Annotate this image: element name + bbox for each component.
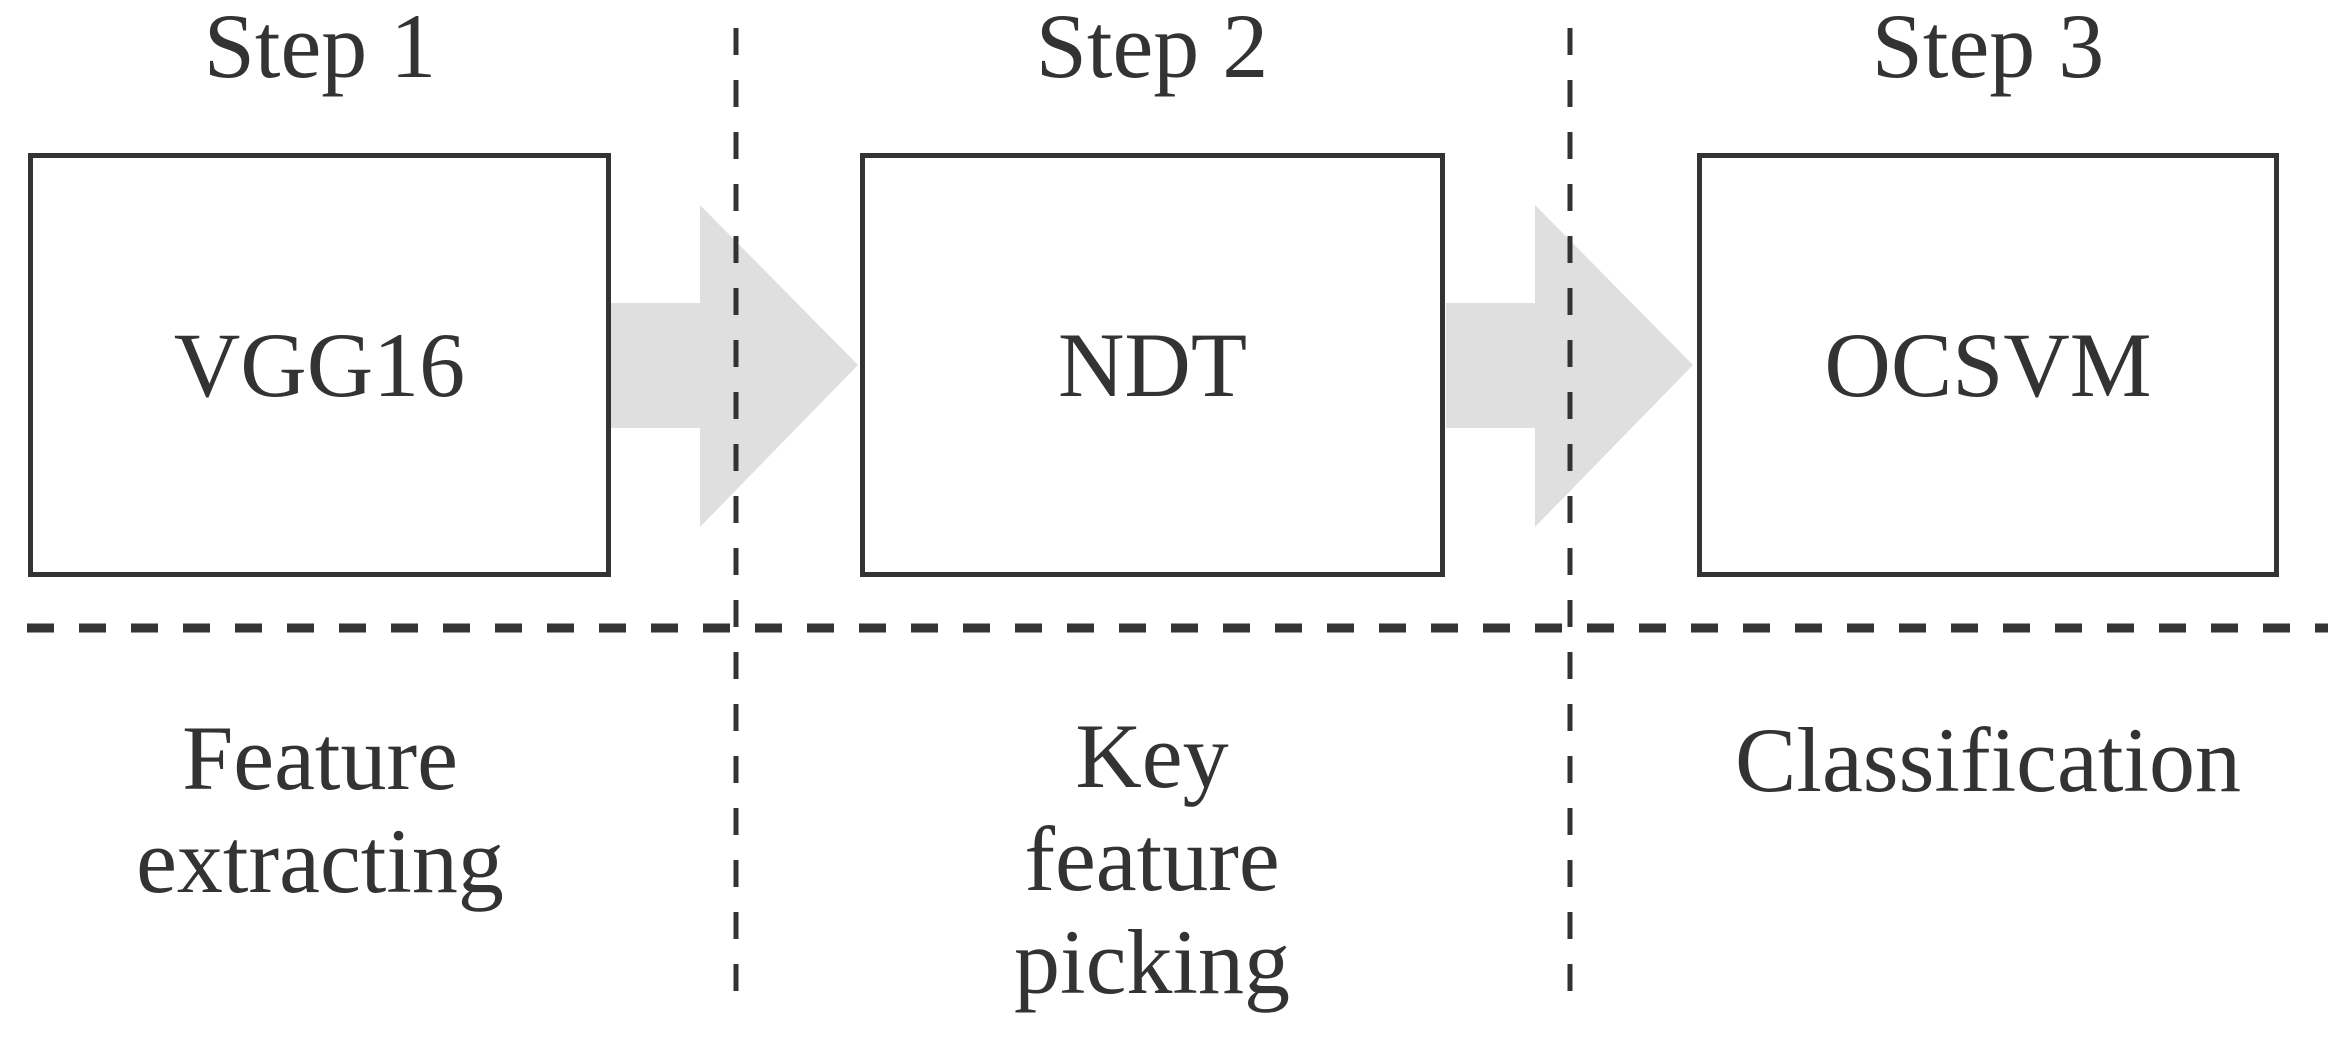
vgg16-box: VGG16 <box>28 153 611 577</box>
caption-line: feature <box>1024 808 1280 910</box>
step-2-caption: Key feature picking <box>852 705 1452 1014</box>
ocsvm-box: OCSVM <box>1697 153 2279 577</box>
caption-line: Classification <box>1735 709 2241 811</box>
step-1-title: Step 1 <box>203 0 437 97</box>
caption-line: Key <box>1075 705 1229 807</box>
ndt-box: NDT <box>860 153 1445 577</box>
step-1-caption: Feature extracting <box>20 707 620 913</box>
caption-line: Feature <box>182 707 458 809</box>
vgg16-box-label: VGG16 <box>173 314 466 416</box>
caption-line: picking <box>1014 911 1290 1013</box>
ocsvm-box-label: OCSVM <box>1824 314 2152 416</box>
ndt-box-label: NDT <box>1057 314 1248 416</box>
step-2-title: Step 2 <box>1035 0 1269 97</box>
caption-line: extracting <box>136 810 504 912</box>
step-3-title: Step 3 <box>1871 0 2105 97</box>
step-3-caption: Classification <box>1638 709 2328 812</box>
